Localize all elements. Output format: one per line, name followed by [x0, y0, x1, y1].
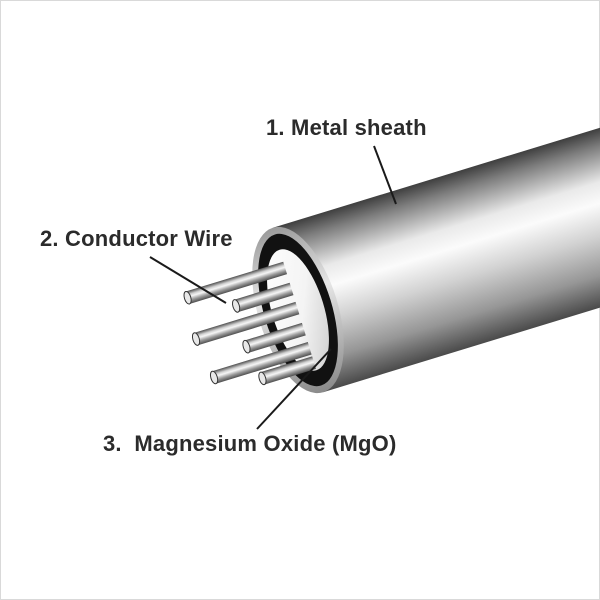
metal-sheath-body: [272, 104, 600, 393]
wire-tip: [231, 299, 241, 313]
leader-line-conductor-wire: [149, 256, 227, 304]
leader-lines: [149, 145, 397, 430]
wire-tip: [183, 290, 192, 305]
conductor-wire: [191, 301, 300, 346]
label-metal-sheath: 1. Metal sheath: [266, 115, 427, 140]
conductor-wire: [242, 322, 306, 354]
leader-line-mgo: [256, 348, 332, 430]
wire-tip: [258, 371, 267, 386]
wire-tip: [191, 332, 201, 346]
conductor-wire: [209, 342, 312, 385]
label-magnesium-oxide: 3. Magnesium Oxide (MgO): [103, 431, 397, 456]
leader-line-metal-sheath: [373, 145, 397, 205]
conductor-wire: [231, 282, 294, 313]
wire-tip: [242, 339, 251, 354]
label-conductor-wire: 2. Conductor Wire: [40, 226, 233, 251]
wire-tip: [209, 370, 219, 385]
conductor-wire: [258, 356, 316, 386]
cable-assembly: [183, 104, 600, 394]
